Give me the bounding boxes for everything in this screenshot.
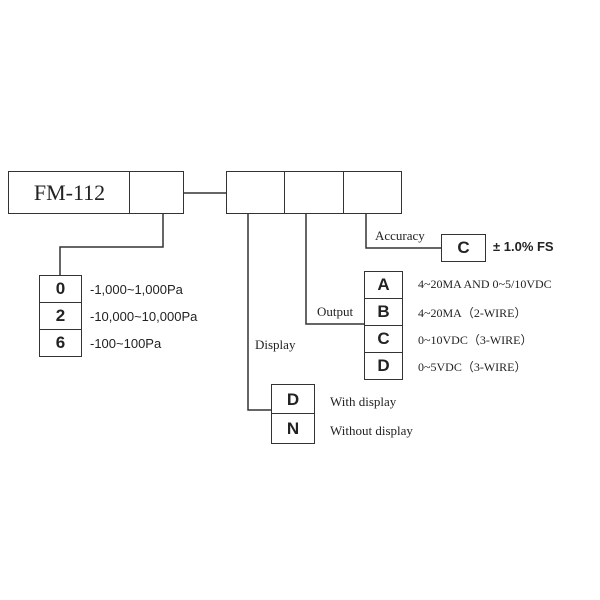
output-code-c: C — [364, 325, 403, 353]
code-label: A — [377, 275, 390, 294]
code-label: C — [377, 329, 390, 348]
range-desc: -100~100Pa — [90, 336, 162, 351]
accuracy-label: Accuracy — [375, 228, 425, 243]
output-code-a: A — [364, 271, 403, 299]
display-line — [247, 213, 271, 411]
output-desc: 4~20MA AND 0~5/10VDC — [418, 277, 552, 291]
display-code-d: D — [271, 384, 315, 415]
model-box: FM-112 — [8, 171, 131, 214]
accuracy-desc: ± 1.0% FS — [493, 239, 554, 254]
output-line — [305, 213, 364, 325]
accuracy-code-c: C — [441, 234, 486, 262]
display-slot — [226, 171, 286, 214]
code-label: 6 — [55, 333, 66, 352]
code-label: 0 — [55, 279, 66, 298]
output-desc: 4~20MA（2-WIRE） — [418, 306, 527, 320]
output-desc: 0~10VDC（3-WIRE） — [418, 333, 533, 347]
display-desc: Without display — [330, 423, 413, 438]
range-line — [59, 213, 164, 275]
range-code-0: 0 — [39, 275, 82, 303]
range-code-6: 6 — [39, 329, 82, 357]
output-slot — [284, 171, 345, 214]
code-label: D — [377, 356, 390, 375]
range-desc: -1,000~1,000Pa — [90, 282, 183, 297]
range-slot — [129, 171, 184, 214]
display-label: Display — [255, 337, 296, 352]
output-desc: 0~5VDC（3-WIRE） — [418, 360, 527, 374]
code-label: N — [286, 418, 300, 438]
accuracy-slot — [343, 171, 402, 214]
display-desc: With display — [330, 394, 397, 409]
output-label: Output — [317, 304, 354, 319]
code-label: 2 — [55, 306, 66, 325]
range-code-2: 2 — [39, 302, 82, 330]
model-name: FM-112 — [33, 179, 106, 205]
output-code-b: B — [364, 298, 403, 326]
output-code-d: D — [364, 352, 403, 380]
code-label: B — [377, 302, 390, 321]
accuracy-line — [365, 213, 441, 249]
display-code-n: N — [271, 413, 315, 444]
code-label: D — [286, 389, 300, 409]
range-desc: -10,000~10,000Pa — [90, 309, 198, 324]
code-label: C — [457, 238, 470, 257]
